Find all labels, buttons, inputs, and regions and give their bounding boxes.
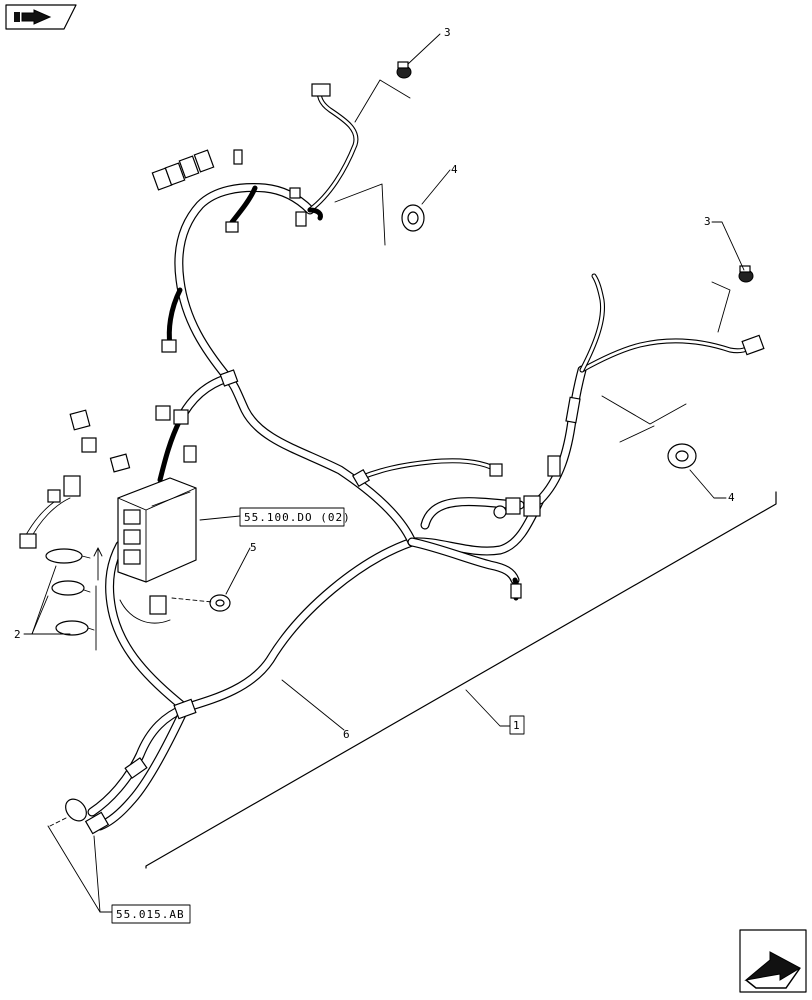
leader-lines bbox=[23, 33, 745, 913]
left-connectors bbox=[19, 405, 197, 615]
callout-1-box: 1 bbox=[509, 715, 525, 735]
item-1-bracket bbox=[145, 491, 777, 869]
callout-5: 5 bbox=[250, 541, 257, 554]
callout-6: 6 bbox=[343, 728, 350, 741]
harness-clamps bbox=[124, 369, 581, 779]
section-marks bbox=[93, 79, 731, 651]
callout-3-upper: 3 bbox=[444, 26, 451, 39]
callout-1: 1 bbox=[513, 719, 520, 732]
reference-label-control-unit[interactable]: 55.100.DO (02) bbox=[244, 511, 351, 524]
branch-wires bbox=[19, 85, 755, 624]
reference-label-connectors[interactable]: 55.015.AB bbox=[116, 908, 185, 921]
back-arrow-icon[interactable] bbox=[5, 4, 77, 30]
control-unit bbox=[117, 477, 197, 583]
wire-ties bbox=[45, 548, 95, 636]
callout-2: 2 bbox=[14, 628, 21, 641]
reference-control-unit[interactable]: 55.100.DO (02) bbox=[239, 507, 351, 527]
grommet-5 bbox=[171, 594, 231, 612]
grommet-4-upper bbox=[401, 204, 425, 232]
end-connectors bbox=[49, 798, 110, 835]
callout-4-right: 4 bbox=[728, 491, 735, 504]
grommet-4-right bbox=[667, 443, 697, 469]
clip-3-upper bbox=[396, 61, 412, 79]
clip-3-right bbox=[738, 265, 754, 283]
callout-3-right: 3 bbox=[704, 215, 711, 228]
callout-4-upper: 4 bbox=[451, 163, 458, 176]
upper-connectors bbox=[151, 83, 331, 353]
reference-connectors[interactable]: 55.015.AB bbox=[111, 904, 191, 924]
next-page-arrow-icon[interactable] bbox=[739, 929, 807, 993]
right-connectors bbox=[351, 334, 765, 599]
